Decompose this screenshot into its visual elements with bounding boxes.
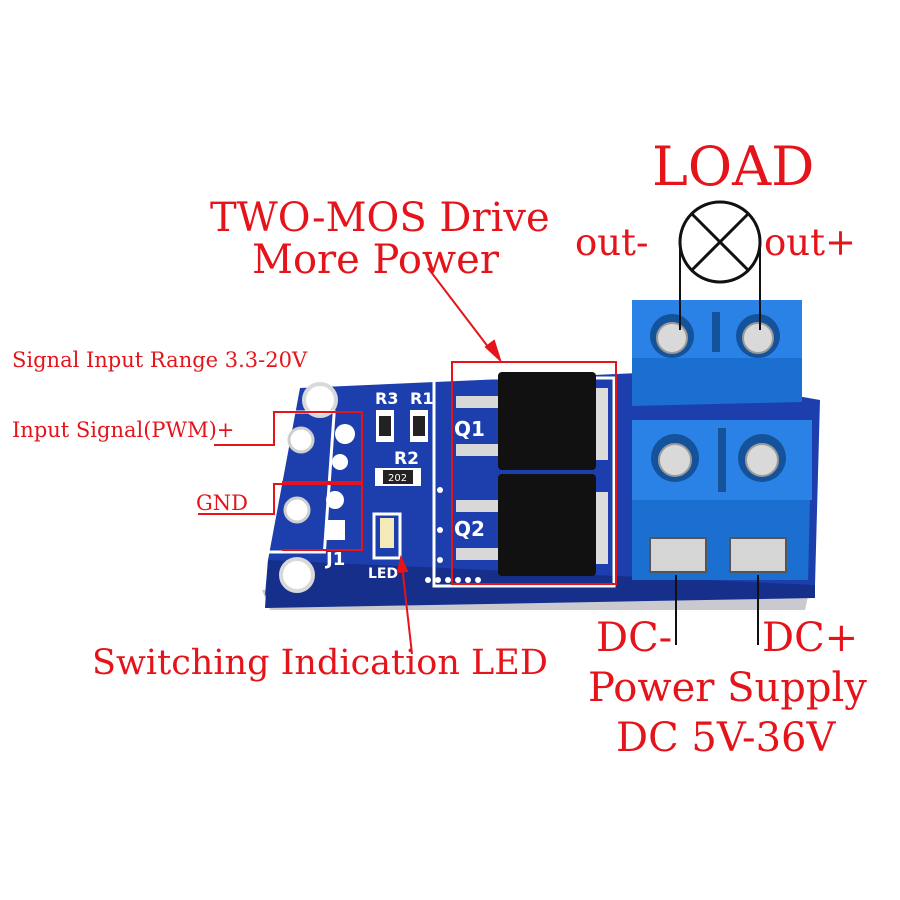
q1-body [498, 372, 596, 470]
screw-in-left [658, 443, 692, 477]
q2-body [498, 474, 596, 576]
q1-pin-2 [456, 444, 498, 456]
dc-minus-label: DC- [596, 615, 673, 661]
j1-pad-3 [283, 496, 311, 524]
mos-title-line1: TWO-MOS Drive [210, 195, 550, 241]
load-label: LOAD [652, 135, 815, 198]
mos-title-line2: More Power [252, 237, 499, 283]
led-indicator-label: Switching Indication LED [92, 643, 548, 683]
gnd-line [198, 483, 363, 551]
q2-pin-1 [456, 500, 498, 512]
j1-pad-6 [326, 491, 344, 509]
via-row [425, 487, 481, 583]
silk-q1: Q1 [454, 417, 485, 441]
dc-range-label: DC 5V-36V [616, 715, 836, 761]
out-plus-label: out+ [764, 221, 856, 264]
mos-arrow-head [484, 339, 503, 364]
gnd-label: GND [196, 491, 248, 515]
terminal-out-divider [712, 312, 720, 352]
signal-range-label: Signal Input Range 3.3-20V [12, 348, 308, 372]
j1-pad-4 [325, 520, 345, 540]
mos-arrow-line [427, 267, 493, 353]
pwm-line [214, 411, 363, 483]
mount-hole-bottom [279, 557, 315, 593]
out-minus-label: out- [575, 221, 649, 264]
terminal-in-slot-left [649, 537, 707, 573]
resistor-r1-body [413, 416, 425, 436]
silk-r2-code: 202 [388, 473, 407, 484]
mos-highlight-box [451, 361, 617, 585]
j1-pad-5 [332, 454, 348, 470]
led-chip [380, 518, 394, 548]
screw-out-right [742, 322, 774, 354]
led-arrow-head [396, 554, 409, 574]
silk-j1: J1 [324, 549, 345, 570]
input-signal-label: Input Signal(PWM)+ [12, 418, 235, 442]
silk-led: LED [368, 566, 398, 582]
led-arrow-line [401, 564, 413, 655]
silk-r2: R2 [394, 449, 419, 469]
dc-plus-label: DC+ [762, 615, 859, 661]
j1-pad-1 [287, 426, 315, 454]
annotation-lines [198, 200, 762, 655]
q2-pin-2 [456, 548, 498, 560]
led-outline [372, 512, 402, 560]
mount-hole-top [302, 382, 338, 418]
power-supply-label: Power Supply [588, 665, 867, 711]
screw-out-left [656, 322, 688, 354]
silk-q2: Q2 [454, 517, 485, 541]
screw-in-right [745, 443, 779, 477]
silk-r1: R1 [410, 389, 433, 408]
resistor-r2-body [383, 470, 413, 484]
q1-pin-1 [456, 396, 498, 408]
terminal-in-slot-right [729, 537, 787, 573]
silk-r3: R3 [375, 389, 398, 408]
j1-pad-2 [335, 424, 355, 444]
resistor-r3-body [379, 416, 391, 436]
terminal-in-divider [718, 428, 726, 492]
